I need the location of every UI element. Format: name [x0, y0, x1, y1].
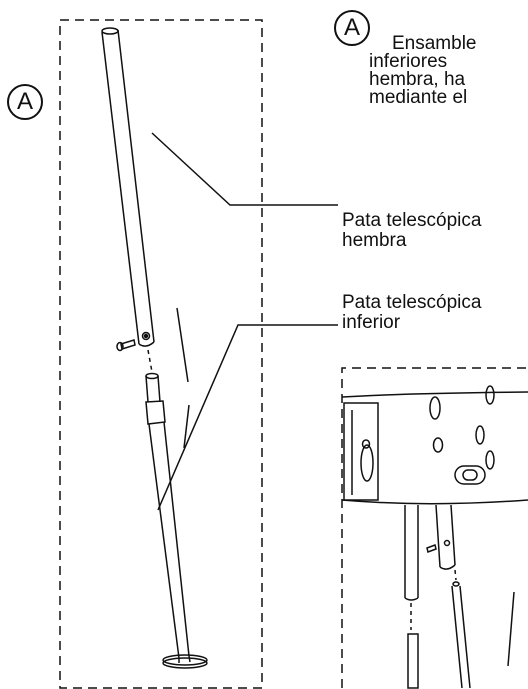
female-telescopic-leg [101, 27, 155, 347]
leader-line-lower [157, 324, 338, 511]
bolt [116, 339, 136, 352]
marker-a-top-label: A [343, 14, 360, 41]
callout-lower-leg-line-1: Pata telescópica [342, 292, 482, 313]
marker-a-left: A [7, 84, 43, 120]
instruction-line-1: Ensamble [392, 33, 477, 54]
motion-line [176, 307, 189, 383]
callout-lower-leg-line-2: inferior [342, 312, 401, 333]
instruction-line-2: inferiores [369, 51, 448, 72]
detail-burner-assembly [341, 385, 528, 689]
right-detail-frame [341, 367, 528, 688]
left-detail-frame [59, 19, 263, 689]
leader-line-female [151, 132, 338, 206]
motion-line [183, 404, 190, 449]
lower-telescopic-leg [145, 372, 208, 669]
marker-a-top: A [334, 10, 370, 46]
callout-female-leg-line-2: hembra [342, 230, 407, 251]
instruction-line-4: mediante el [369, 87, 468, 108]
callout-female-leg-line-1: Pata telescópica [342, 210, 482, 231]
alignment-line [147, 349, 153, 373]
instruction-line-3: hembra, ha [369, 69, 466, 90]
marker-a-left-label: A [16, 88, 33, 115]
